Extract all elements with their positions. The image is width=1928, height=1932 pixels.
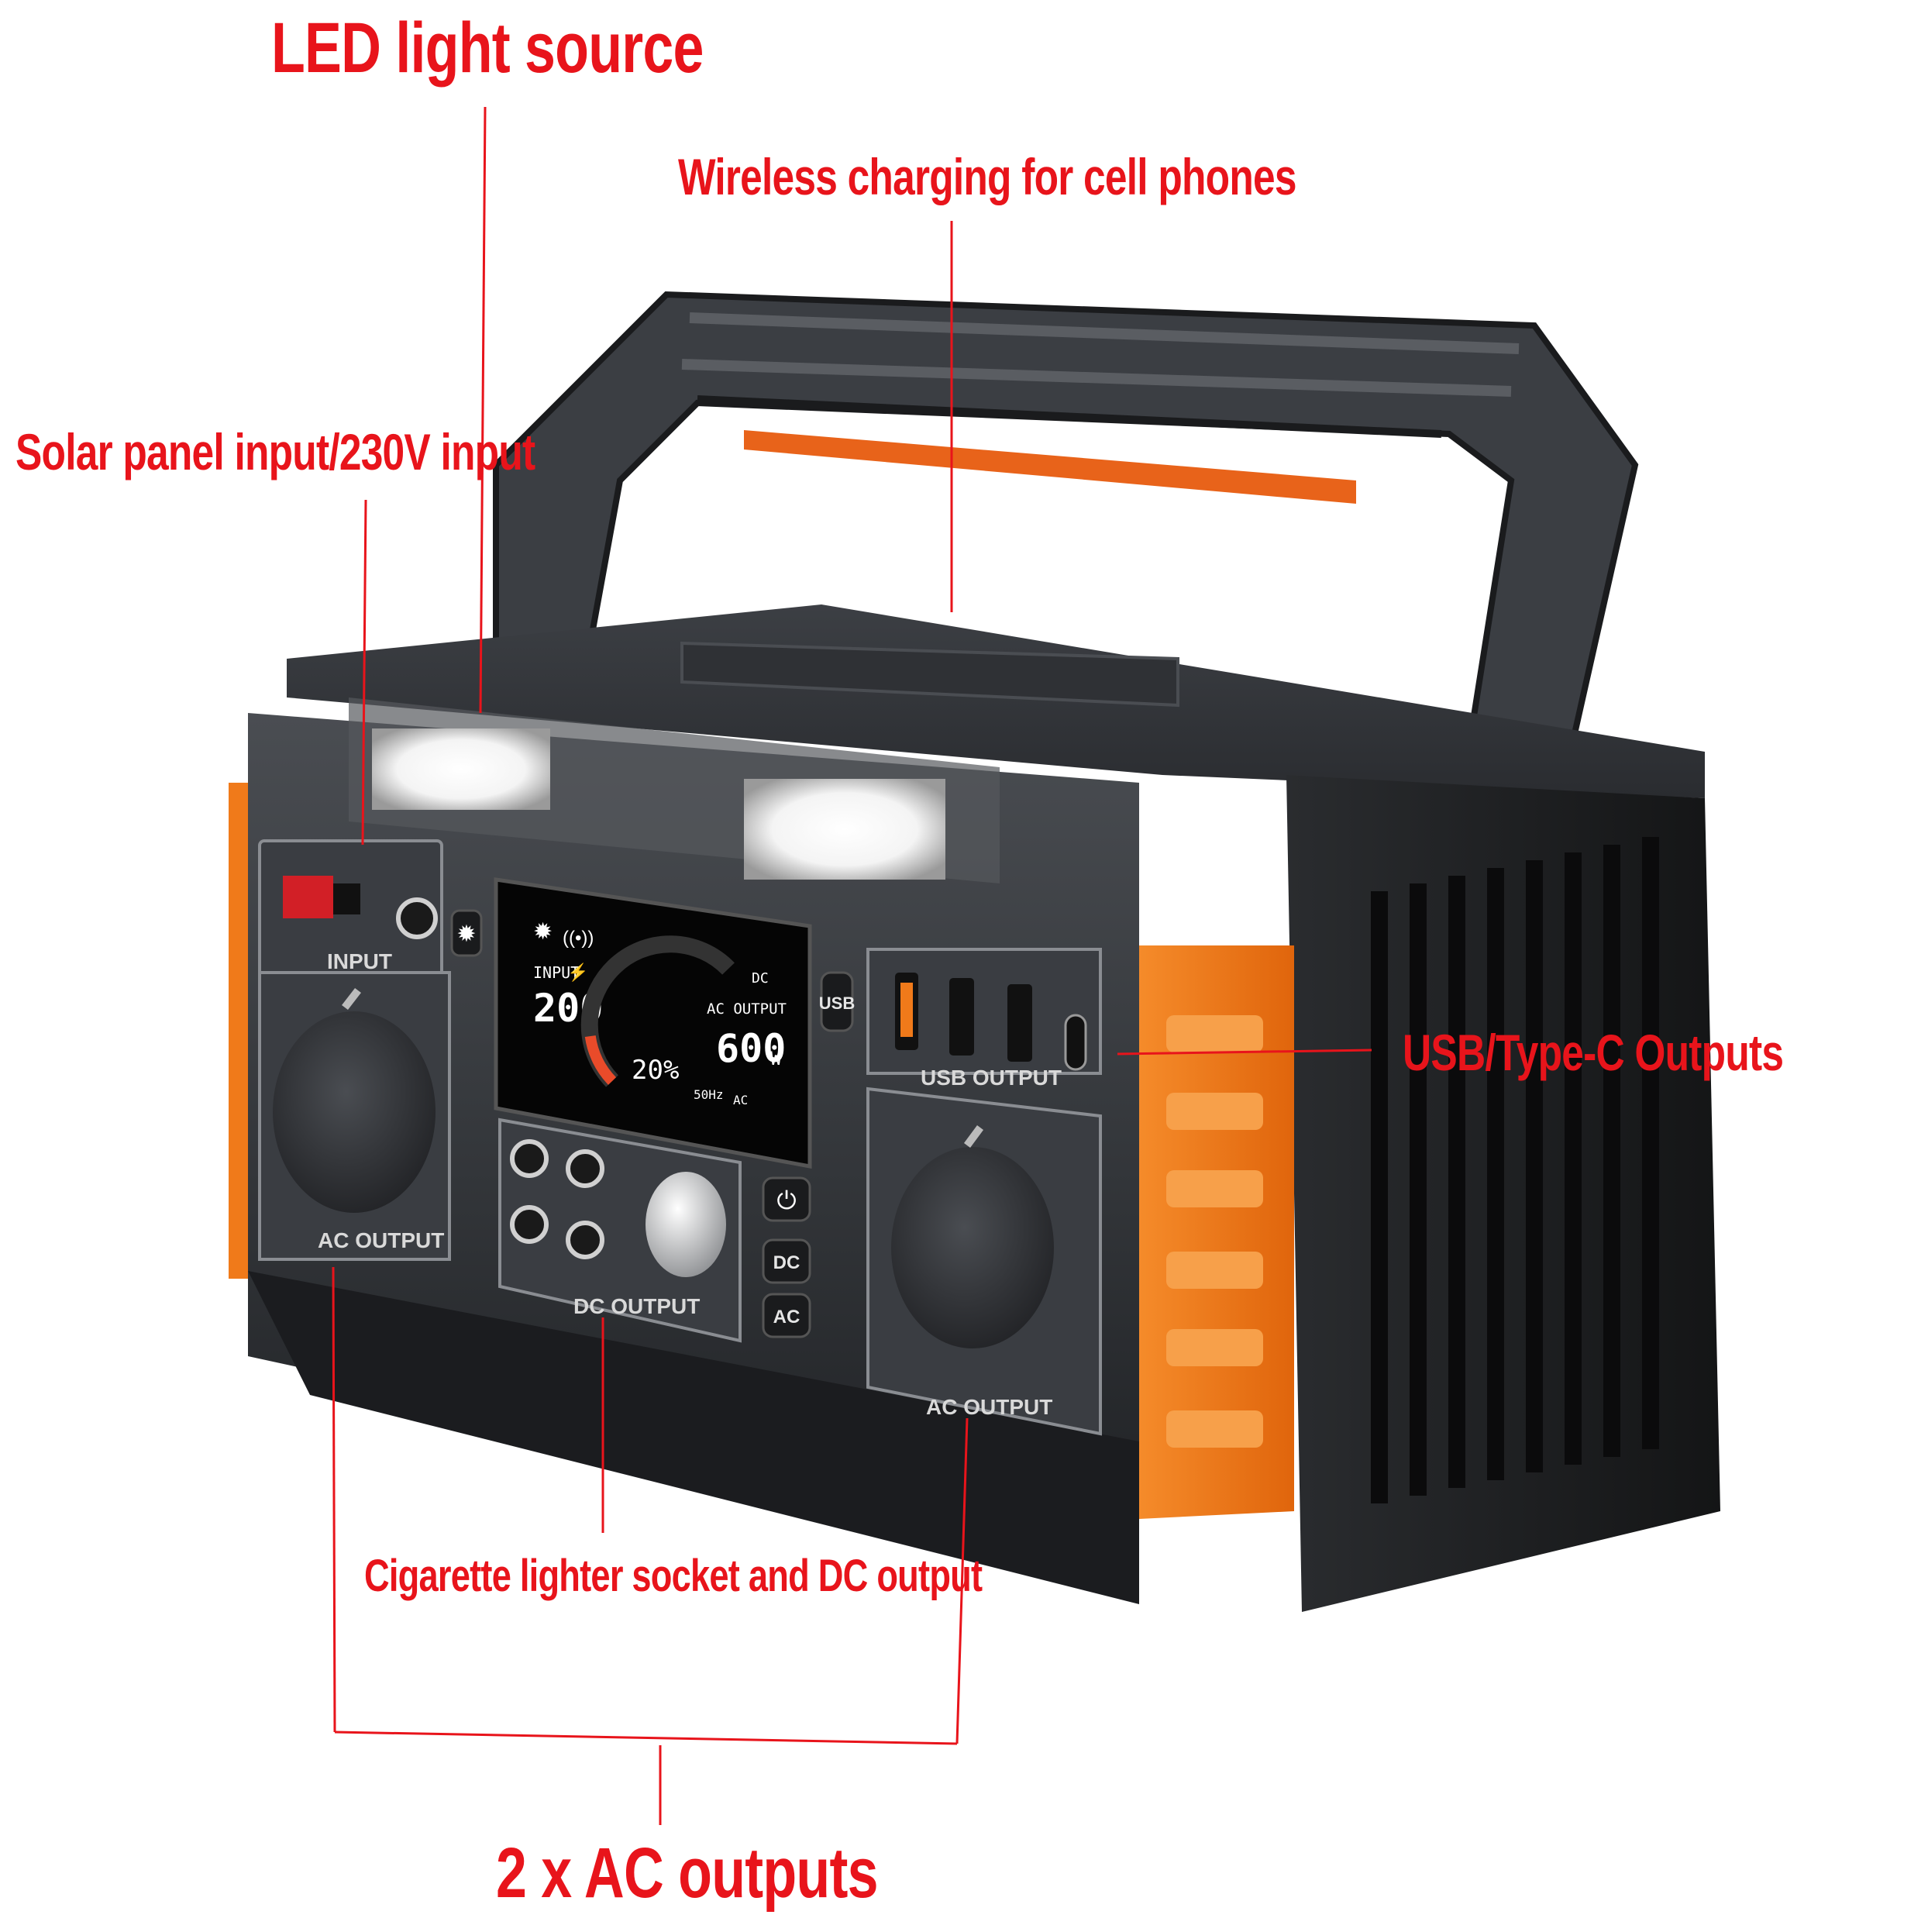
callout-cigarette-dc: Cigarette lighter socket and DC output xyxy=(364,1551,983,1601)
callout-lines xyxy=(332,106,1372,1825)
callout-led-light-source: LED light source xyxy=(271,9,704,88)
usb-output-panel: USB OUTPUT xyxy=(866,948,1102,1090)
usb-c-port[interactable] xyxy=(1064,1014,1087,1071)
battery-percent: 20% xyxy=(632,1055,679,1086)
ac-outlet-right: AC OUTPUT xyxy=(866,1087,1102,1436)
input-panel: INPUT xyxy=(258,839,443,978)
ac-button-label: AC xyxy=(773,1307,800,1328)
usb-output-label: USB OUTPUT xyxy=(921,1066,1062,1090)
cigarette-lighter-socket[interactable] xyxy=(646,1172,726,1277)
dc-button[interactable]: DC xyxy=(762,1238,811,1284)
usb-a-port-quickcharge[interactable] xyxy=(900,983,913,1037)
ac-output-display-label: AC OUTPUT xyxy=(707,1000,787,1018)
input-panel-label: INPUT xyxy=(327,949,392,973)
dc-port-4[interactable] xyxy=(566,1221,604,1259)
usb-a-port-1[interactable] xyxy=(949,978,974,1056)
usb-a-port-2[interactable] xyxy=(1007,984,1032,1062)
wireless-charging-pad xyxy=(680,641,1179,708)
battery-gauge xyxy=(584,938,733,1085)
dc-button-label: DC xyxy=(773,1252,800,1273)
ac-output-unit: W xyxy=(770,1048,782,1069)
lightning-icon: ⚡ xyxy=(567,963,588,983)
dc-indicator: DC xyxy=(752,970,769,987)
dc-port-1[interactable] xyxy=(510,1139,549,1178)
power-button[interactable]: ⏻ xyxy=(762,1176,811,1222)
callout-wireless-charging: Wireless charging for cell phones xyxy=(678,148,1296,205)
callout-solar-input: Solar panel input/230V input xyxy=(15,423,535,480)
dc-output-panel: DC OUTPUT xyxy=(498,1118,742,1343)
input-display-label: INPUT xyxy=(533,963,580,982)
ac-output-right-label: AC OUTPUT xyxy=(926,1395,1052,1419)
power-icon: ⏻ xyxy=(776,1186,796,1214)
wireless-icon: ((•)) xyxy=(563,928,594,949)
light-icon: ✹ xyxy=(456,921,476,947)
vent-fins xyxy=(1371,837,1659,1503)
led-light-bar xyxy=(349,697,1000,883)
callout-usb-outputs: USB/Type-C Outputs xyxy=(1403,1024,1784,1081)
usb-button-label: USB xyxy=(819,994,855,1013)
ac-indicator: AC xyxy=(733,1093,748,1107)
orange-bumper xyxy=(229,783,1294,1519)
lcd-display: ✹ ((•)) INPUT ⚡ 200 W 20% DC AC OUTPUT 6… xyxy=(494,877,812,1169)
dc-port-3[interactable] xyxy=(510,1205,549,1244)
light-button[interactable]: ✹ xyxy=(450,909,483,957)
frequency-readout: 50Hz xyxy=(694,1087,724,1102)
ac-outlet-left: AC OUTPUT xyxy=(258,971,451,1261)
ac-button[interactable]: AC xyxy=(762,1293,811,1338)
top-surface xyxy=(287,604,1705,798)
dc-output-label: DC OUTPUT xyxy=(573,1294,700,1318)
ac-output-left-label: AC OUTPUT xyxy=(318,1228,444,1252)
front-bottom-band xyxy=(248,1271,1139,1604)
light-indicator-icon: ✹ xyxy=(533,919,553,945)
usb-button[interactable]: USB xyxy=(819,971,855,1032)
ac-output-watts: 600 xyxy=(716,1026,786,1071)
callout-ac-outputs: 2 x AC outputs xyxy=(496,1834,879,1913)
dc-port-2[interactable] xyxy=(566,1149,604,1188)
